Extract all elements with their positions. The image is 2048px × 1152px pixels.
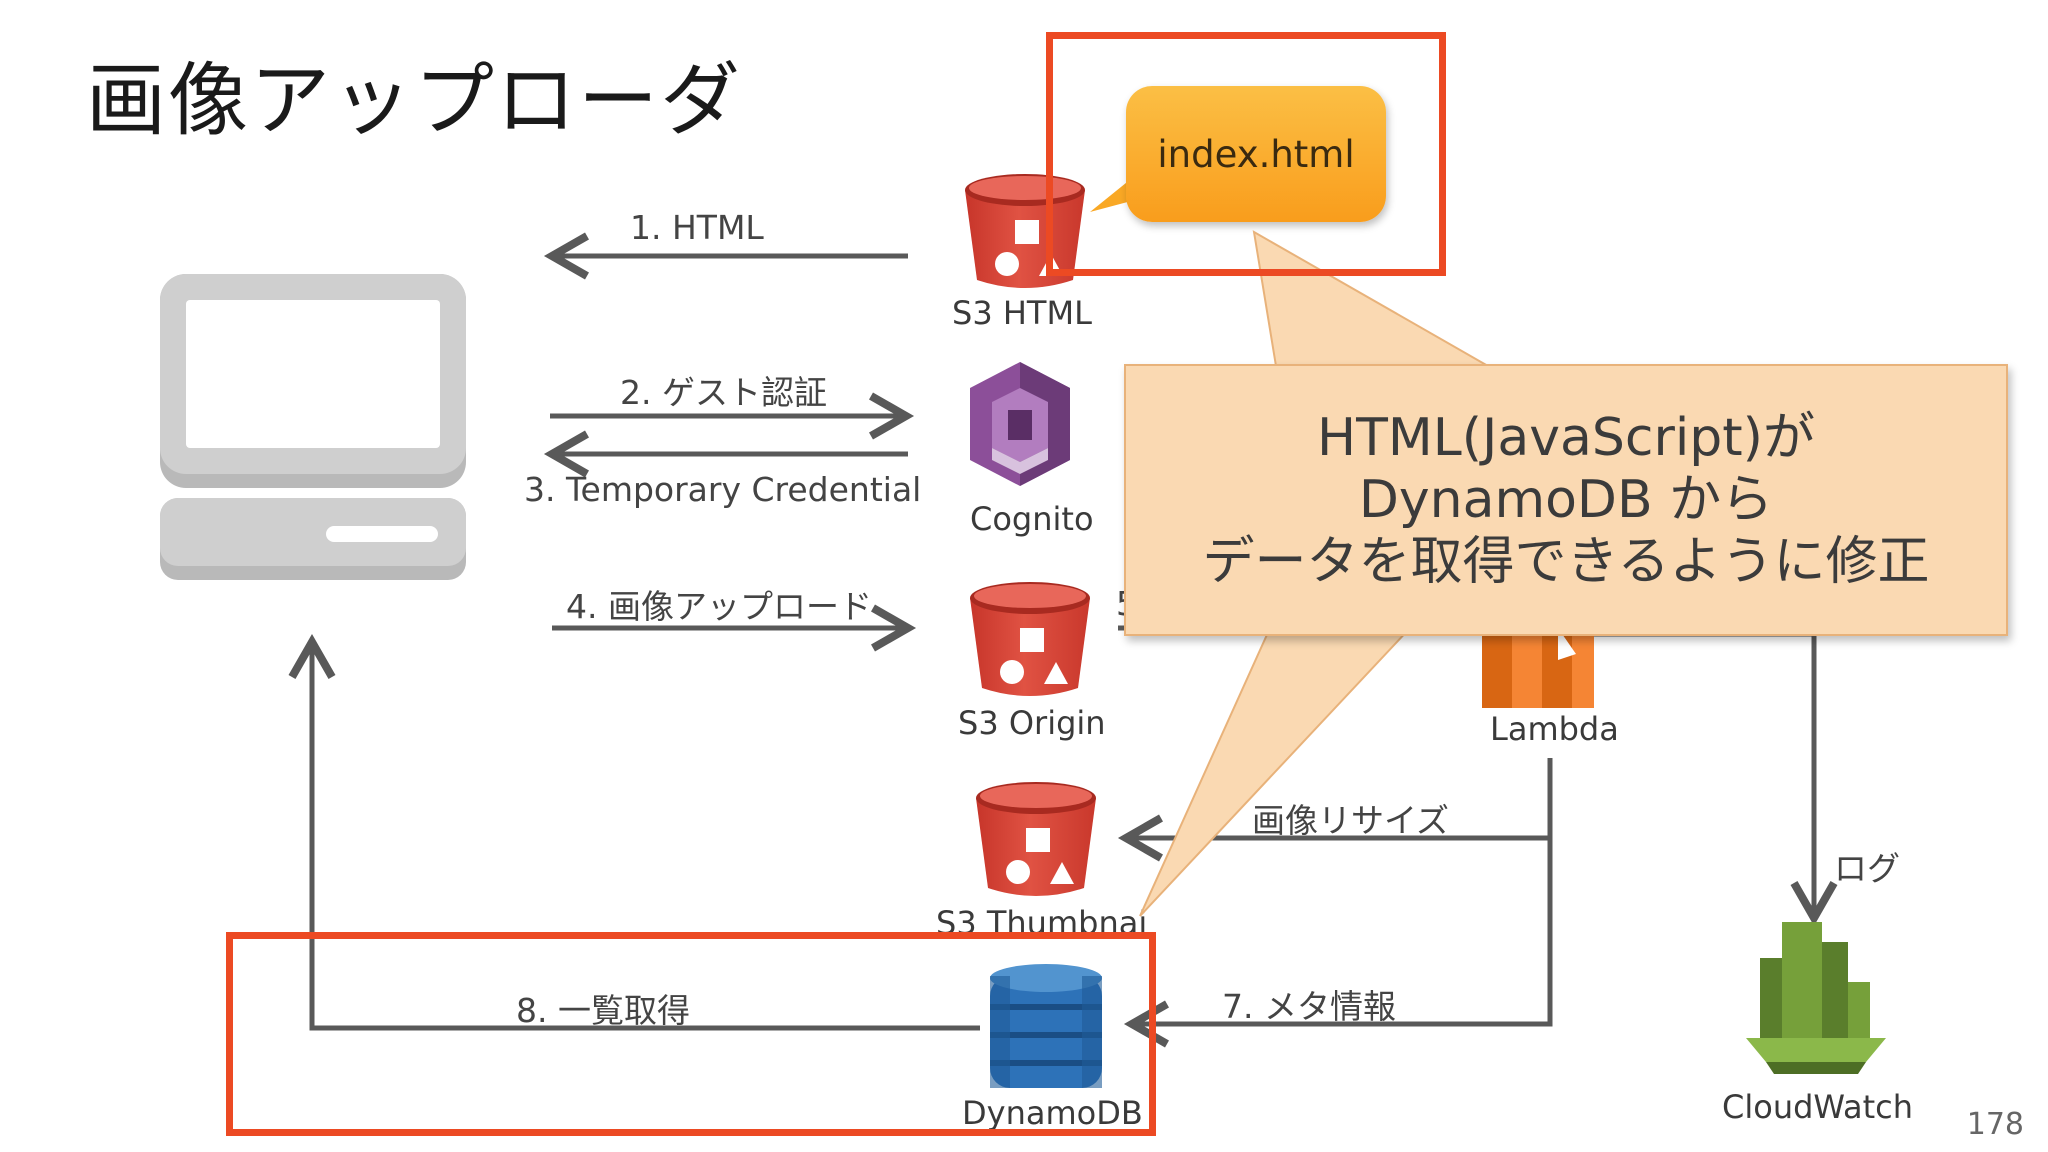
flow-label-html: 1. HTML (630, 208, 764, 247)
flow-label-image-upload: 4. 画像アップロード (566, 587, 872, 626)
highlight-box-dynamodb (226, 932, 1156, 1136)
dynamodb-icon (990, 964, 1102, 1088)
desktop-computer-icon (160, 274, 466, 580)
cloudwatch-label: CloudWatch (1722, 1088, 1914, 1126)
cognito-label: Cognito (970, 500, 1094, 538)
s3-thumbnail-bucket-icon (976, 782, 1096, 896)
page-title: 画像アップローダ (86, 54, 742, 147)
flow-label-list-fetch: 8. 一覧取得 (516, 991, 690, 1030)
index-html-bubble: index.html (1126, 86, 1386, 222)
s3-html-label: S3 HTML (952, 294, 1092, 332)
callout-line-3: データを取得できるように修正 (1202, 532, 1930, 592)
callout-note: HTML(JavaScript)が DynamoDB から データを取得できるよ… (1124, 364, 2008, 636)
highlight-box-index (1046, 32, 1446, 276)
lambda-label: Lambda (1490, 710, 1619, 748)
s3-origin-label: S3 Origin (958, 704, 1106, 742)
callout-line-2: DynamoDB から (1358, 470, 1774, 530)
arrow-list-fetch (288, 633, 980, 1031)
page-number: 178 (1966, 1107, 2024, 1142)
cognito-icon (970, 362, 1070, 486)
flow-label-log: ログ (1834, 849, 1900, 888)
flow-label-temp-credential: 3. Temporary Credential (524, 470, 922, 509)
flow-label-meta: 7. メタ情報 (1222, 987, 1396, 1026)
s3-origin-bucket-icon (970, 582, 1090, 696)
flow-label-resize: 画像リサイズ (1252, 801, 1450, 840)
cloudwatch-icon (1746, 922, 1886, 1074)
flow-label-guest-auth: 2. ゲスト認証 (620, 373, 827, 412)
dynamodb-label: DynamoDB (962, 1094, 1143, 1132)
callout-line-1: HTML(JavaScript)が (1317, 408, 1815, 468)
arrow-meta (1123, 838, 1553, 1048)
